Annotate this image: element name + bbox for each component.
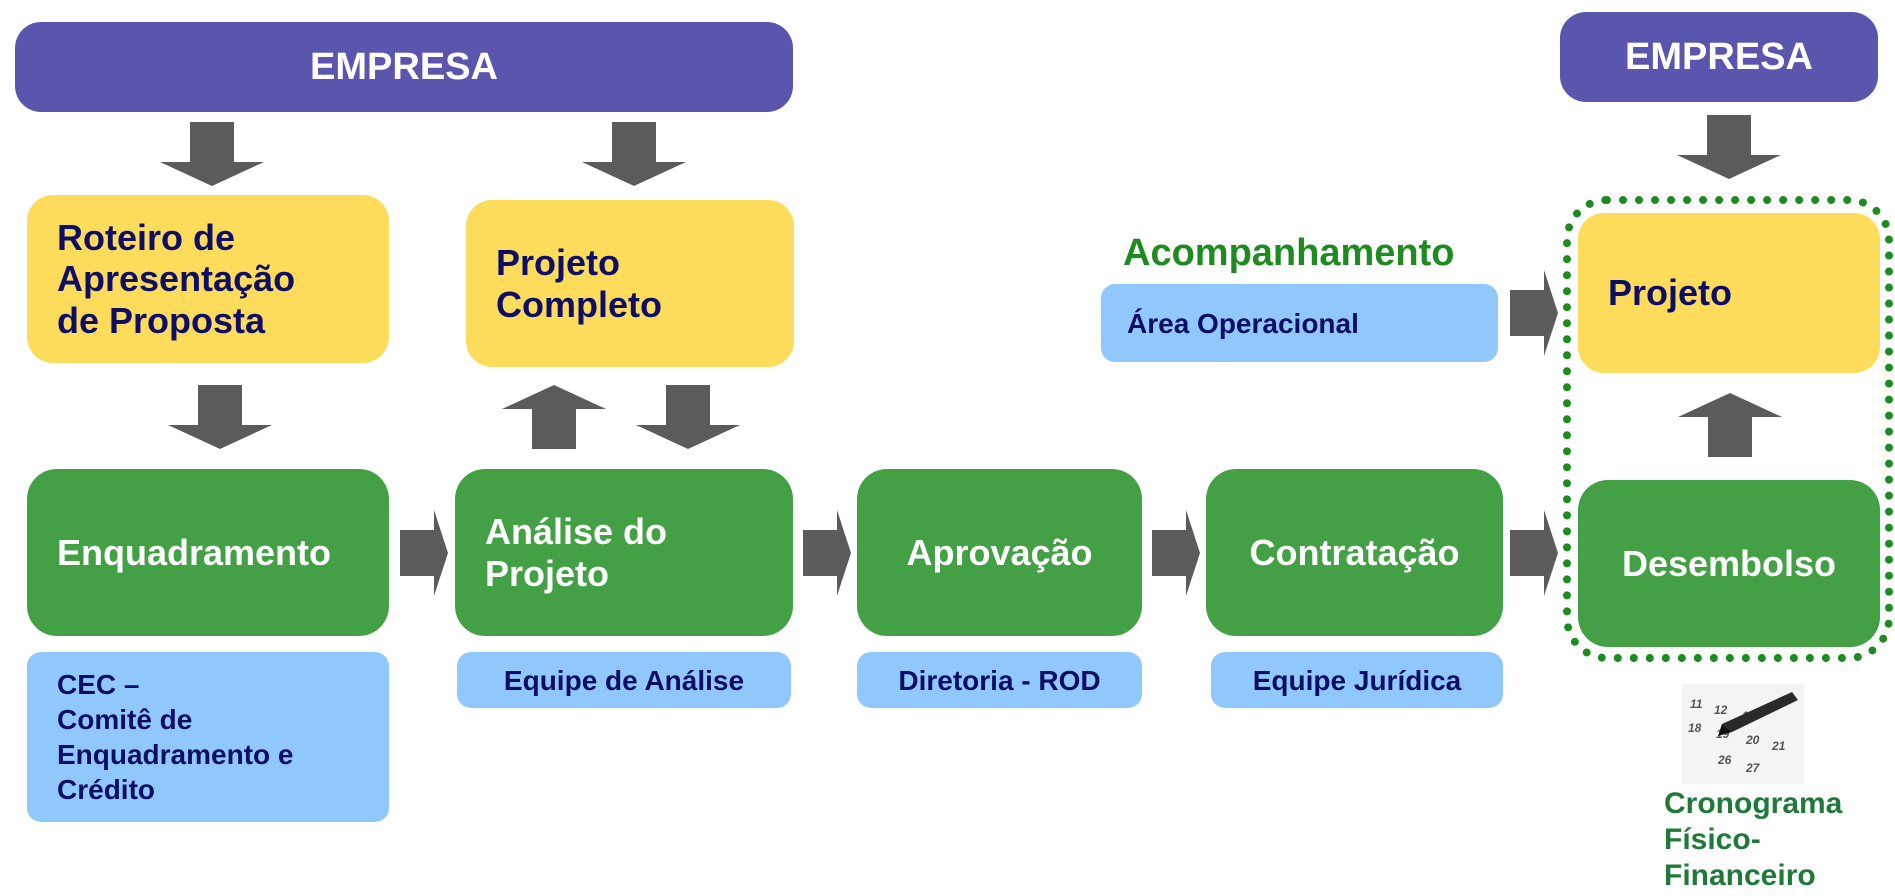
aprovacao-label: Aprovação	[906, 531, 1093, 573]
acompanhamento-title: Acompanhamento	[1123, 232, 1455, 274]
arrow-down-roteiro-enquadramento	[168, 385, 272, 449]
arrow-right-aprovacao-contratacao	[1152, 510, 1200, 596]
arrow-up-desembolso-projeto	[1678, 393, 1782, 457]
projeto-box: Projeto	[1578, 213, 1880, 373]
arrow-down-empresa-projeto	[1677, 115, 1781, 179]
projeto-label: Projeto	[1608, 272, 1733, 314]
desembolso-group-outline	[1563, 196, 1893, 662]
arrow-right-enquadramento-analise	[400, 510, 448, 596]
calendar-day: 12	[1714, 703, 1728, 717]
cec-label: CEC – Comitê de Enquadramento e Crédito	[57, 669, 294, 805]
arrow-down-projeto-completo-analise	[636, 385, 740, 449]
empresa-label-right: EMPRESA	[1625, 35, 1813, 78]
arrow-right-analise-aprovacao	[803, 510, 851, 596]
calendar-day: 20	[1745, 733, 1760, 747]
empresa-box-left: EMPRESA	[15, 22, 793, 112]
calendar-icon: 11 12 13 18 19 20 21 26 27	[1682, 684, 1804, 784]
equipe-analise-box: Equipe de Análise	[457, 652, 791, 708]
enquadramento-label: Enquadramento	[57, 531, 332, 573]
empresa-label-left: EMPRESA	[310, 45, 498, 88]
arrow-down-empresa-roteiro	[160, 122, 264, 186]
arrow-right-contratacao-desembolso	[1510, 510, 1558, 596]
contratacao-box: Contratação	[1206, 469, 1503, 636]
analise-box: Análise do Projeto	[455, 469, 793, 636]
projeto-completo-label: Projeto Completo	[496, 242, 662, 325]
cronograma-label: Cronograma Físico- Financeiro	[1664, 787, 1843, 892]
aprovacao-box: Aprovação	[857, 469, 1142, 636]
roteiro-box: Roteiro de Apresentação de Proposta	[27, 195, 389, 363]
enquadramento-box: Enquadramento	[27, 469, 389, 636]
desembolso-box: Desembolso	[1578, 480, 1880, 647]
arrow-down-empresa-projeto-completo	[582, 122, 686, 186]
analise-label: Análise do Projeto	[485, 511, 668, 594]
diretoria-box: Diretoria - ROD	[857, 652, 1142, 708]
equipe-juridica-box: Equipe Jurídica	[1211, 652, 1503, 708]
desembolso-label: Desembolso	[1621, 542, 1837, 584]
contratacao-label: Contratação	[1249, 531, 1460, 573]
arrow-right-area-operacional-projeto	[1510, 270, 1558, 356]
diretoria-label: Diretoria - ROD	[898, 664, 1101, 696]
area-operacional-label: Área Operacional	[1127, 307, 1359, 339]
area-operacional-box: Área Operacional	[1101, 284, 1498, 362]
empresa-box-right: EMPRESA	[1560, 12, 1878, 102]
arrow-up-analise-projeto-completo	[502, 385, 606, 449]
projeto-completo-box: Projeto Completo	[466, 200, 794, 367]
calendar-day: 11	[1690, 697, 1703, 711]
calendar-day: 18	[1688, 721, 1702, 735]
cec-box: CEC – Comitê de Enquadramento e Crédito	[27, 652, 389, 822]
roteiro-label: Roteiro de Apresentação de Proposta	[57, 216, 296, 341]
equipe-analise-label: Equipe de Análise	[503, 664, 745, 696]
calendar-day: 21	[1771, 739, 1786, 753]
calendar-day: 27	[1745, 761, 1761, 775]
calendar-day: 26	[1717, 753, 1732, 767]
equipe-juridica-label: Equipe Jurídica	[1252, 664, 1462, 696]
